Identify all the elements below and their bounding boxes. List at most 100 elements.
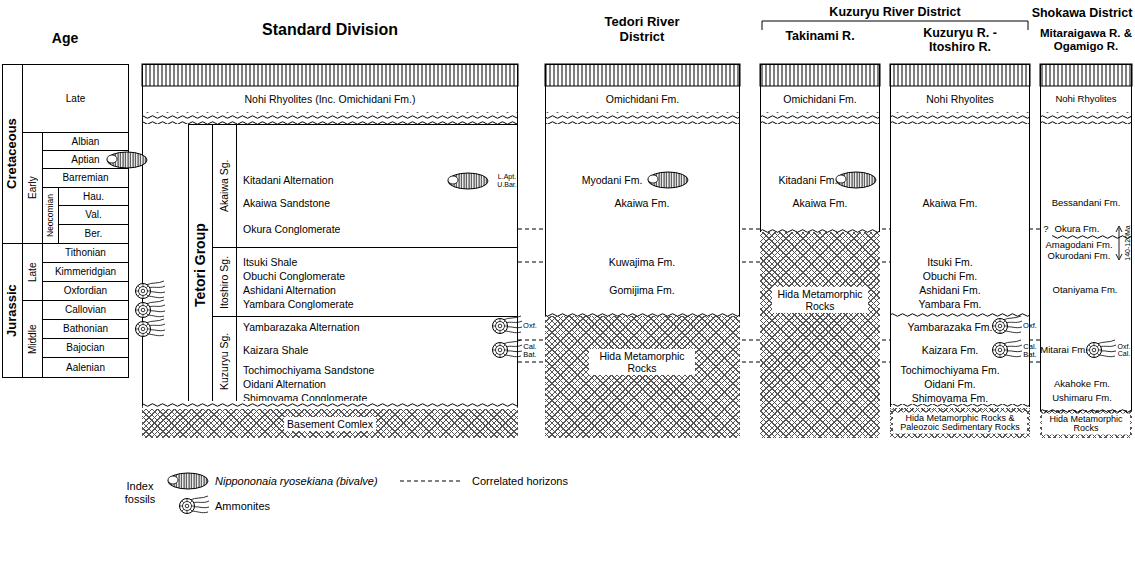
stage-name: Aptian — [43, 151, 128, 168]
column-heading: Takinami R. — [785, 29, 854, 43]
subgroup-name: Akaiwa Sg. — [213, 125, 236, 247]
subgroup-cell: Akaiwa Sg. — [212, 124, 237, 248]
formation-name: Nohi Rhyolites (Inc. Omichidani Fm.) — [142, 86, 518, 112]
formation-name: Mitarai Fm. — [1040, 345, 1088, 356]
formation-name: Tochimochiyama Sandstone — [243, 364, 374, 376]
period-cell: Jurassic — [2, 243, 23, 378]
formation-name: Kitadani Alternation — [243, 174, 333, 186]
district-column: Shokawa DistrictMitaraigawa R. & Ogamigo… — [1040, 64, 1132, 438]
formation-name: Yambara Fm. — [919, 298, 982, 310]
formation-name: Tochimochiyama Fm. — [900, 364, 999, 376]
legend-ammonite-icon — [180, 496, 210, 514]
formation-name: Itsuki Shale — [243, 256, 297, 268]
formation-name: Myodani Fm. — [582, 174, 643, 186]
annotation-text: Kuzuryu River District — [826, 4, 963, 20]
formation-name: Obuchi Conglomerate — [243, 270, 345, 282]
stage-name: Bajocian — [43, 339, 128, 357]
district-column: Kuzuryu R. - Itoshiro R.Nohi RhyolitesAk… — [890, 64, 1030, 438]
stage-cell: Callovian — [42, 300, 129, 320]
annotation-text: Index fossils — [118, 480, 163, 505]
epoch-cell: Late — [22, 64, 129, 133]
formation-name: Ashidani Fm. — [919, 284, 980, 296]
legend-bivalve-icon — [168, 473, 208, 489]
formation-name: Obuchi Fm. — [923, 270, 977, 282]
district-column: Takinami R.Omichidani Fm.Kitadani Fm.Aka… — [760, 64, 880, 438]
stage-cell: Tithonian — [42, 243, 129, 263]
legend-dashed-line — [400, 481, 462, 482]
subgroup-cell: Kuzuryu Sg. — [212, 316, 237, 407]
column-heading: Tedori River District — [587, 15, 697, 45]
rhyolite-band: Omichidani Fm. — [760, 86, 880, 112]
epoch-name: Middle — [23, 301, 42, 377]
legend-text: Correlated horizons — [472, 475, 568, 488]
subgroup-cell: Itoshiro Sg. — [212, 247, 237, 317]
formation-name: Otaniyama Fm. — [1053, 285, 1118, 296]
stage-name: Albian — [43, 133, 128, 150]
stage-cell: Neocomian — [42, 187, 59, 244]
column-heading: Age — [52, 30, 78, 46]
column-heading: Shokawa District — [1032, 6, 1133, 20]
epoch-name: Late — [23, 65, 128, 132]
formation-column: Bessandani Fm.Okura Fm.Amagodani Fm.Okur… — [1040, 124, 1132, 410]
rhyolite-band: Omichidani Fm. — [545, 86, 740, 112]
epoch-cell: Early — [22, 132, 43, 244]
formation-name: Hida Metamorphic Rocks — [772, 287, 868, 313]
basement-band: Basement Comlex — [142, 406, 518, 438]
formation-name: Kuwajima Fm. — [609, 256, 676, 268]
formation-name: Hida Metamorphic Rocks — [589, 349, 695, 375]
stage-cell: Val. — [58, 205, 129, 225]
basement-band: Hida Metamorphic Rocks — [545, 316, 740, 438]
formation-name: Yambarazaka Alternation — [243, 321, 360, 333]
district-column: Tedori River DistrictOmichidani Fm.Myoda… — [545, 64, 740, 438]
stage-cell: Hau. — [58, 187, 129, 206]
epoch-cell: Late — [22, 243, 43, 301]
period-name: Jurassic — [3, 244, 22, 377]
age-table: AgeCretaceousLateEarlyAlbianAptianBarrem… — [2, 64, 129, 378]
formation-name: Hida Metamorphic Rocks — [1042, 414, 1130, 435]
stage-cell: Oxfordian — [42, 281, 129, 301]
stage-cell: Ber. — [58, 224, 129, 244]
period-name: Cretaceous — [3, 65, 22, 243]
legend-text: Ammonites — [215, 500, 270, 513]
epoch-cell: Middle — [22, 300, 43, 378]
formation-name: Gomijima Fm. — [609, 284, 674, 296]
column-heading: Standard Division — [262, 21, 398, 39]
formation-name: Shimoyama Conglomerate — [243, 392, 367, 404]
basement-band: Hida Metamorphic Rocks — [1040, 410, 1132, 438]
group-cell: Tetori Group — [188, 124, 213, 407]
formation-name: Ushimaru Fm. — [1052, 393, 1112, 404]
formation-name: Okurodani Fm. — [1048, 251, 1111, 262]
stage-name: Oxfordian — [43, 282, 128, 300]
formation-name: Yambarazaka Fm. — [908, 321, 993, 333]
formation-name: Shimoyama Fm. — [912, 392, 988, 404]
formation-name: Amagodani Fm. — [1045, 240, 1112, 251]
formation-name: Omichidani Fm. — [545, 86, 740, 112]
column-heading: Mitaraigawa R. & Ogamigo R. — [1036, 27, 1135, 53]
formation-column: Kitadani Fm.Akaiwa Fm. — [760, 124, 880, 232]
formation-name: Kaizara Fm. — [922, 344, 979, 356]
stage-cell: Aptian — [42, 150, 129, 169]
stage-cell: Kimmeridgian — [42, 262, 129, 282]
standard-column: Standard DivisionNohi Rhyolites (Inc. Om… — [142, 64, 518, 438]
annotation-text: Oxf. — [1023, 322, 1037, 331]
epoch-name: Early — [23, 133, 42, 243]
annotation-text: Oxf. — [523, 322, 537, 331]
basement-band: Hida Metamorphic Rocks & Paleozoic Sedim… — [890, 407, 1030, 438]
formation-column: Myodani Fm.Akaiwa Fm.Kuwajima Fm.Gomijim… — [545, 124, 740, 316]
formation-name: Yambara Conglomerate — [243, 298, 354, 310]
formation-cell: Itsuki ShaleObuchi ConglomerateAshidani … — [236, 247, 518, 317]
subgroup-name: Kuzuryu Sg. — [213, 317, 236, 406]
formation-name: Kaizara Shale — [243, 344, 308, 356]
formation-cell: Yambarazaka AlternationKaizara ShaleToch… — [236, 316, 518, 407]
formation-name: Bessandani Fm. — [1052, 198, 1121, 209]
annotation-text: Oxf. Cal. — [1115, 343, 1133, 358]
stage-name: Callovian — [43, 301, 128, 319]
stage-name: Tithonian — [43, 244, 128, 262]
rhyolite-band: Nohi Rhyolites — [1040, 86, 1132, 112]
formation-cell: Kitadani AlternationAkaiwa SandstoneOkur… — [236, 124, 518, 248]
formation-name: Hida Metamorphic Rocks & Paleozoic Sedim… — [893, 413, 1027, 434]
formation-name: Nohi Rhyolites — [1040, 86, 1132, 112]
formation-name: Akaiwa Sandstone — [243, 197, 330, 209]
stage-name: Neocomian — [43, 188, 58, 243]
